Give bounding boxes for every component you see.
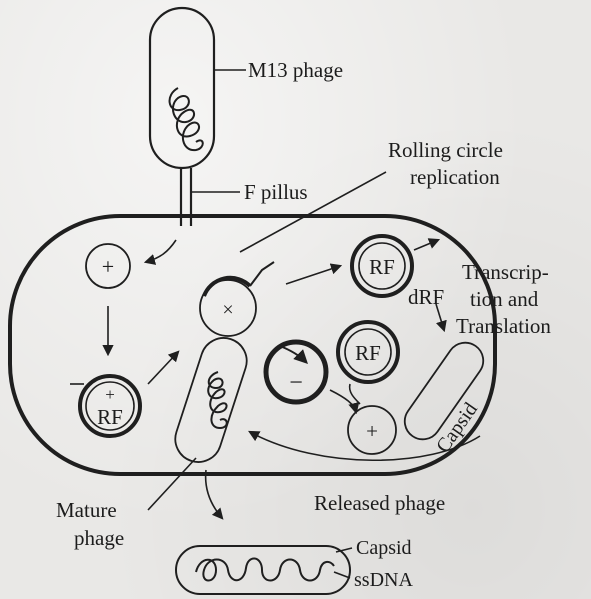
mature-phage-dna	[208, 372, 227, 428]
f-pillus-label: F pillus	[244, 180, 308, 204]
arrow-rolling-to-rf	[286, 266, 340, 284]
progeny-plus-sign: +	[366, 419, 378, 443]
arrow-minus-to-plus	[330, 390, 356, 412]
progeny-plus-strand: +	[348, 406, 396, 454]
capsid-label: Capsid	[356, 537, 412, 559]
arrow-rf-to-rolling-circle	[148, 352, 178, 384]
transcription-label-line2: tion and	[470, 287, 539, 311]
mature-phage-leader	[148, 458, 196, 510]
arrow-pillus-to-plus	[146, 240, 176, 262]
minus-strand-circle: −	[266, 342, 326, 402]
m13-phage-label: M13 phage	[248, 58, 343, 82]
transcription-label-line1: Transcrip-	[462, 260, 549, 284]
rf-center-right-label: RF	[355, 341, 381, 365]
rolling-circle-label-line2: replication	[410, 165, 500, 189]
released-phage	[176, 546, 350, 594]
rf-top-right: RF	[352, 236, 412, 296]
rf-left-plus: +	[105, 385, 115, 404]
released-phage-label: Released phage	[314, 491, 445, 515]
m13-phage-particle	[150, 8, 214, 168]
rf-left: + RF	[80, 376, 140, 436]
rf-left-label: RF	[97, 405, 123, 429]
released-phage-ssdna	[196, 558, 334, 580]
rf-top-right-label: RF	[369, 255, 395, 279]
arrow-release	[206, 470, 222, 518]
rolling-circle-label-line1: Rolling circle	[388, 138, 503, 162]
rolling-circle-times: ×	[222, 299, 233, 321]
rf-center-right: RF	[338, 322, 398, 382]
drf-label: dRF	[408, 285, 444, 309]
arrow-rf-to-plus	[350, 384, 360, 404]
phage-ssdna-coil	[170, 88, 203, 150]
minus-sign: −	[289, 370, 303, 396]
transcription-label-line3: Translation	[456, 314, 551, 338]
ssdna-label: ssDNA	[354, 569, 413, 591]
bacterial-cell	[10, 216, 495, 474]
entering-plus-sign: +	[102, 254, 114, 279]
arrow-rf-out-right	[414, 240, 438, 250]
mature-phage-label-line2: phage	[74, 526, 124, 550]
ssdna-label-leader	[334, 572, 350, 578]
arrow-inside-minus	[280, 346, 306, 362]
entering-plus-strand: +	[86, 244, 130, 288]
mature-phage-in-cell	[169, 332, 252, 468]
rolling-circle-intermediate: ×	[200, 262, 274, 336]
mature-phage-label-line1: Mature	[56, 498, 117, 522]
